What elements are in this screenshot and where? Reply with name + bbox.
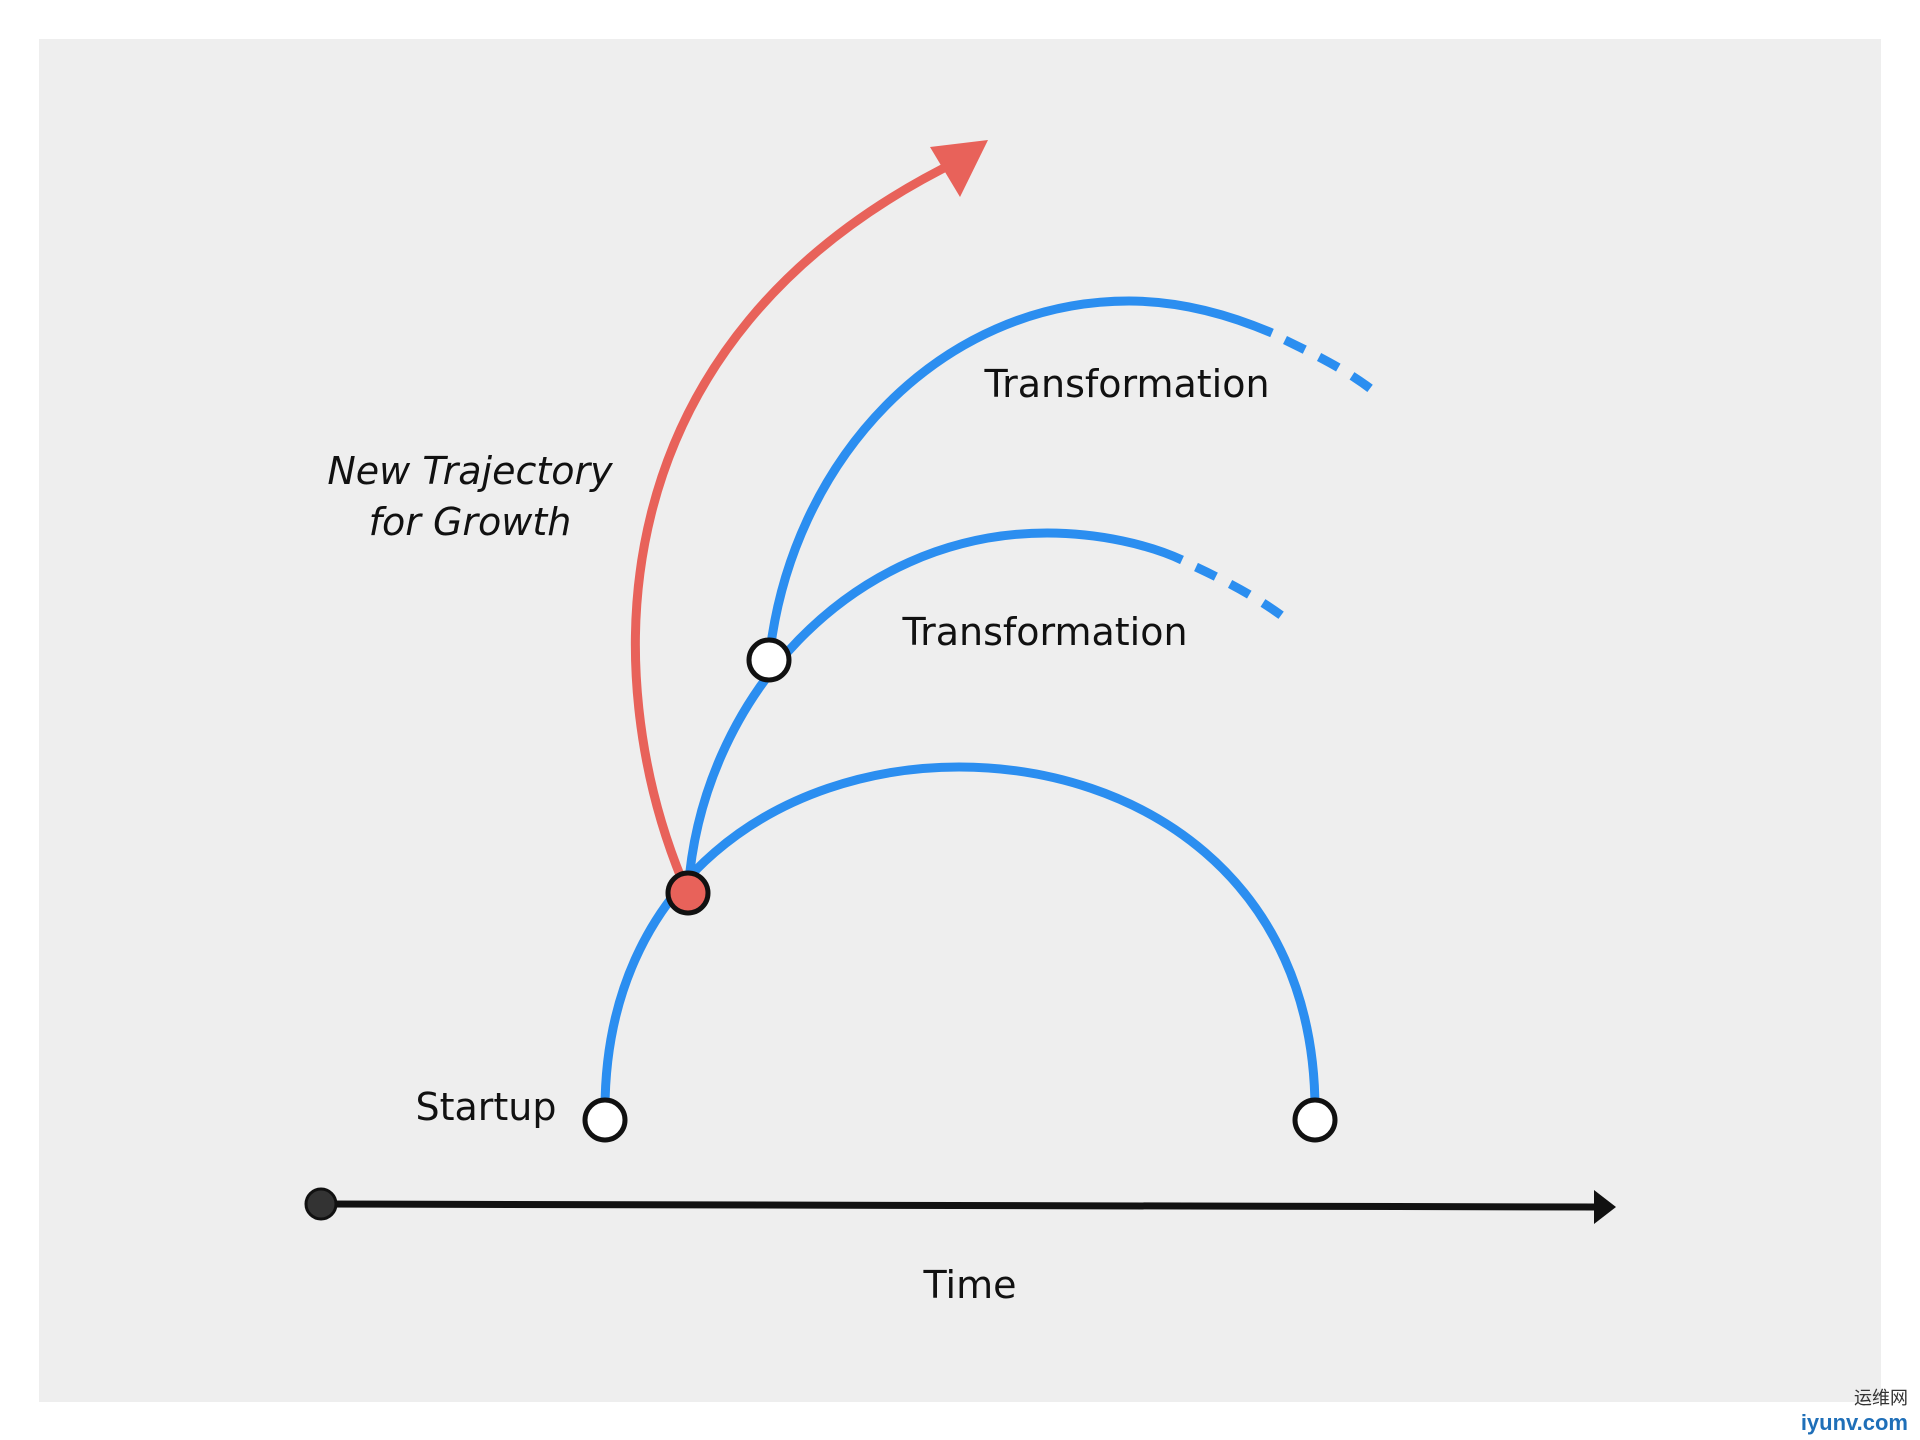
- transformation-curve-lower-dashed: [1194, 562, 1293, 626]
- watermark-cn: 运维网: [1854, 1388, 1908, 1408]
- new-trajectory-curve: [630, 155, 962, 882]
- label-transformation-lower: Transformation: [901, 610, 1187, 654]
- label-new-trajectory-line2: for Growth: [369, 500, 572, 544]
- time-axis-arrow-icon: [1594, 1190, 1616, 1224]
- transformation-curve-lower: [683, 528, 1184, 894]
- startup-curve: [600, 762, 1320, 1111]
- label-new-trajectory-line1: New Trajectory: [327, 449, 613, 493]
- watermark-en: iyunv.com: [1800, 1410, 1908, 1435]
- label-startup: Startup: [415, 1085, 556, 1129]
- label-transformation-upper: Transformation: [983, 362, 1269, 406]
- diagram-panel: [39, 39, 1881, 1402]
- transformation-curve-upper-dashed: [1283, 335, 1379, 397]
- new-trajectory-arrowhead-icon: [930, 140, 988, 197]
- watermark: 运维网 iyunv.com: [1801, 1384, 1908, 1436]
- startup-start-node: [582, 1097, 628, 1143]
- time-axis-origin: [304, 1187, 338, 1221]
- startup-end-node: [1292, 1097, 1338, 1143]
- transformation-curve-upper: [764, 296, 1274, 661]
- time-axis: [320, 1200, 1596, 1211]
- label-time: Time: [923, 1263, 1017, 1307]
- trajectory-branch-node: [665, 870, 711, 916]
- transformation-branch-node: [746, 637, 792, 683]
